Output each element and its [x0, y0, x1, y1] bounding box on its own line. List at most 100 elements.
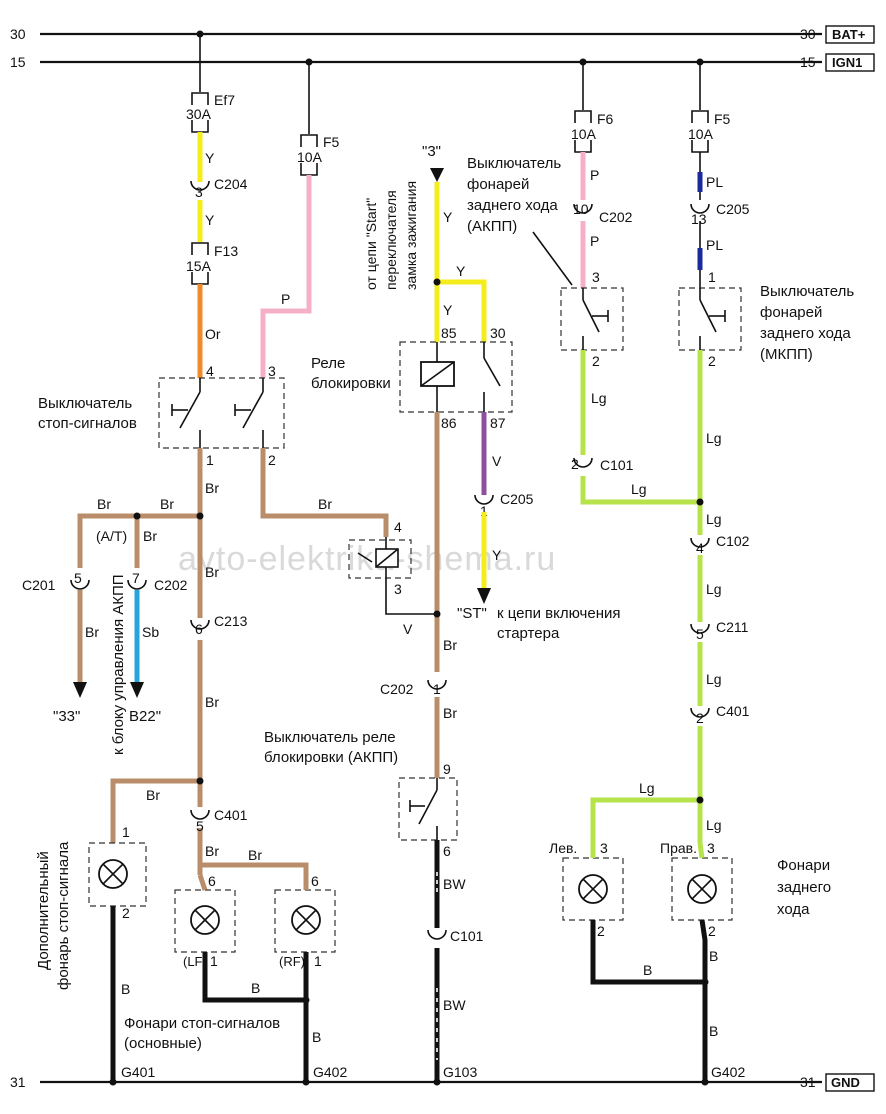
left-label: Лев. — [549, 840, 577, 856]
rb-pin-3: 3 — [707, 840, 715, 856]
brake-lamps-label-2: (основные) — [124, 1035, 202, 1052]
wire-label-p1: P — [281, 291, 290, 307]
wire-label-b3: B — [312, 1029, 321, 1045]
lr-pin-1: 1 — [314, 953, 322, 969]
wire-label-b5: B — [709, 948, 718, 964]
start-label-1: от цепи "Start" — [363, 198, 379, 290]
c401a-label: C401 — [214, 807, 248, 823]
brake-lamp-left: 6 (LF) 1 — [174, 873, 236, 969]
lightgreen-mt-wires — [590, 350, 703, 843]
wire-label-v1: V — [492, 453, 502, 469]
brown-wiring — [77, 448, 389, 875]
start-label-3: замка зажигания — [403, 181, 419, 290]
at-rev-label-3: заднего хода — [467, 197, 558, 214]
c201-pin: 5 — [74, 570, 82, 586]
connector-c101-lock: C101 — [427, 928, 484, 944]
wire-label-br3: Br — [160, 496, 174, 512]
fuse-f13: F13 15A — [186, 242, 238, 285]
brake-switch-label-1: Выключатель — [38, 395, 132, 412]
c101b-label: C101 — [600, 457, 634, 473]
start-feed: "3" от цепи "Start" переключателя замка … — [363, 143, 444, 290]
c204-pin: 3 — [195, 184, 203, 200]
mt-rev-label-3: заднего хода — [760, 325, 851, 342]
wire-label-y3: Y — [443, 209, 453, 225]
fuse-f6: F6 10A — [571, 110, 614, 153]
inhibit-relay: 85 30 86 87 — [399, 325, 513, 431]
wire-label-at: (A/T) — [96, 528, 127, 544]
connector-c202-rev: 10 C202 — [573, 201, 633, 225]
connector-c202-lock: 1 C202 — [380, 679, 447, 697]
reverse-switch-at: 3 2 — [560, 269, 624, 369]
rail-15: 15 15 IGN1 — [10, 53, 875, 72]
fuse-ef7: Ef7 30A — [186, 92, 235, 133]
arrow-label-b22: B22" — [129, 708, 161, 725]
fuse-f6-amp: 10A — [571, 126, 597, 142]
wire-label-b4: B — [643, 962, 652, 978]
sw-pin-4: 4 — [206, 363, 214, 379]
starter-label-1: к цепи включения — [497, 605, 620, 622]
la-pin-2: 2 — [122, 905, 130, 921]
rev-lamps-label-2: заднего — [777, 879, 831, 896]
brake-switch-label-2: стоп-сигналов — [38, 415, 137, 432]
at-pin-3: 3 — [592, 269, 600, 285]
c202c-label: C202 — [599, 209, 633, 225]
lock-relay-switch: 9 6 — [398, 761, 458, 859]
wire-label-lg7: Lg — [639, 780, 655, 796]
relay-label-1: Реле — [311, 355, 345, 372]
rev-lamps-label-3: хода — [777, 901, 810, 918]
mt-rev-label-1: Выключатель — [760, 283, 854, 300]
fuse-f5-b: F5 10A — [688, 110, 731, 153]
relay-pin-86: 86 — [441, 415, 457, 431]
wire-label-b6: B — [709, 1023, 718, 1039]
connector-c401-brake: 5 C401 — [190, 807, 248, 834]
reverse-ground-wires — [590, 919, 708, 1082]
wire-label-or: Or — [205, 326, 221, 342]
wire-label-bw1: BW — [443, 876, 466, 892]
wire-label-br13: Br — [443, 637, 457, 653]
relay-pin-30: 30 — [490, 325, 506, 341]
sw-pin-3: 3 — [268, 363, 276, 379]
wire-label-lg6: Lg — [706, 671, 722, 687]
c401b-pin: 2 — [696, 710, 704, 726]
c211-label: C211 — [716, 619, 749, 635]
rail-15-left-label: 15 — [10, 54, 26, 70]
c205b-pin: 13 — [691, 211, 707, 227]
reverse-switch-mt: 1 2 — [678, 269, 742, 369]
lock-pin-9: 9 — [443, 761, 451, 777]
wire-label-b2: B — [251, 980, 260, 996]
c205b-label: C205 — [716, 201, 750, 217]
rail-31: 31 31 GND — [10, 1073, 875, 1092]
rail-30-left-label: 30 — [10, 26, 26, 42]
c202a-pin: 7 — [132, 570, 140, 586]
reverse-lamp-right: Прав. 3 2 — [660, 840, 733, 939]
at-pin-2: 2 — [592, 353, 600, 369]
at-switch-pointer — [532, 231, 573, 286]
c201-label: C201 — [22, 577, 56, 593]
tcm-label: к блоку управления АКПП — [110, 574, 127, 755]
rail-30: 30 30 BAT+ — [10, 25, 875, 44]
brake-ground-wires — [110, 906, 309, 1082]
connector-c211: 5 C211 — [690, 619, 749, 642]
relay-pin-85: 85 — [441, 325, 457, 341]
wire-label-p2: P — [590, 167, 599, 183]
wire-label-y4: Y — [456, 263, 466, 279]
wire-label-lg4: Lg — [706, 511, 722, 527]
wire-label-lg5: Lg — [706, 581, 722, 597]
c401b-label: C401 — [716, 703, 750, 719]
diode-element: 4 3 — [348, 519, 437, 615]
add-lamp-caption: Дополнительный фонарь стоп-сигнала — [35, 841, 72, 990]
starter-label-2: стартера — [497, 625, 560, 642]
wire-label-br9: Br — [146, 787, 160, 803]
wire-label-lg2: Lg — [631, 481, 647, 497]
wire-label-br2: Br — [97, 496, 111, 512]
c213-pin: 6 — [195, 621, 203, 637]
c202b-pin: 1 — [433, 681, 441, 697]
at-rev-label-1: Выключатель — [467, 155, 561, 172]
ground-g402-a: G402 — [313, 1064, 347, 1080]
sw-pin-1: 1 — [206, 452, 214, 468]
c202c-pin: 10 — [573, 201, 589, 217]
right-label: Прав. — [660, 840, 697, 856]
rail-30-right-label: 30 — [800, 26, 816, 42]
wire-label-lg3: Lg — [706, 430, 722, 446]
connector-c205-relay: 1 C205 — [474, 491, 534, 519]
